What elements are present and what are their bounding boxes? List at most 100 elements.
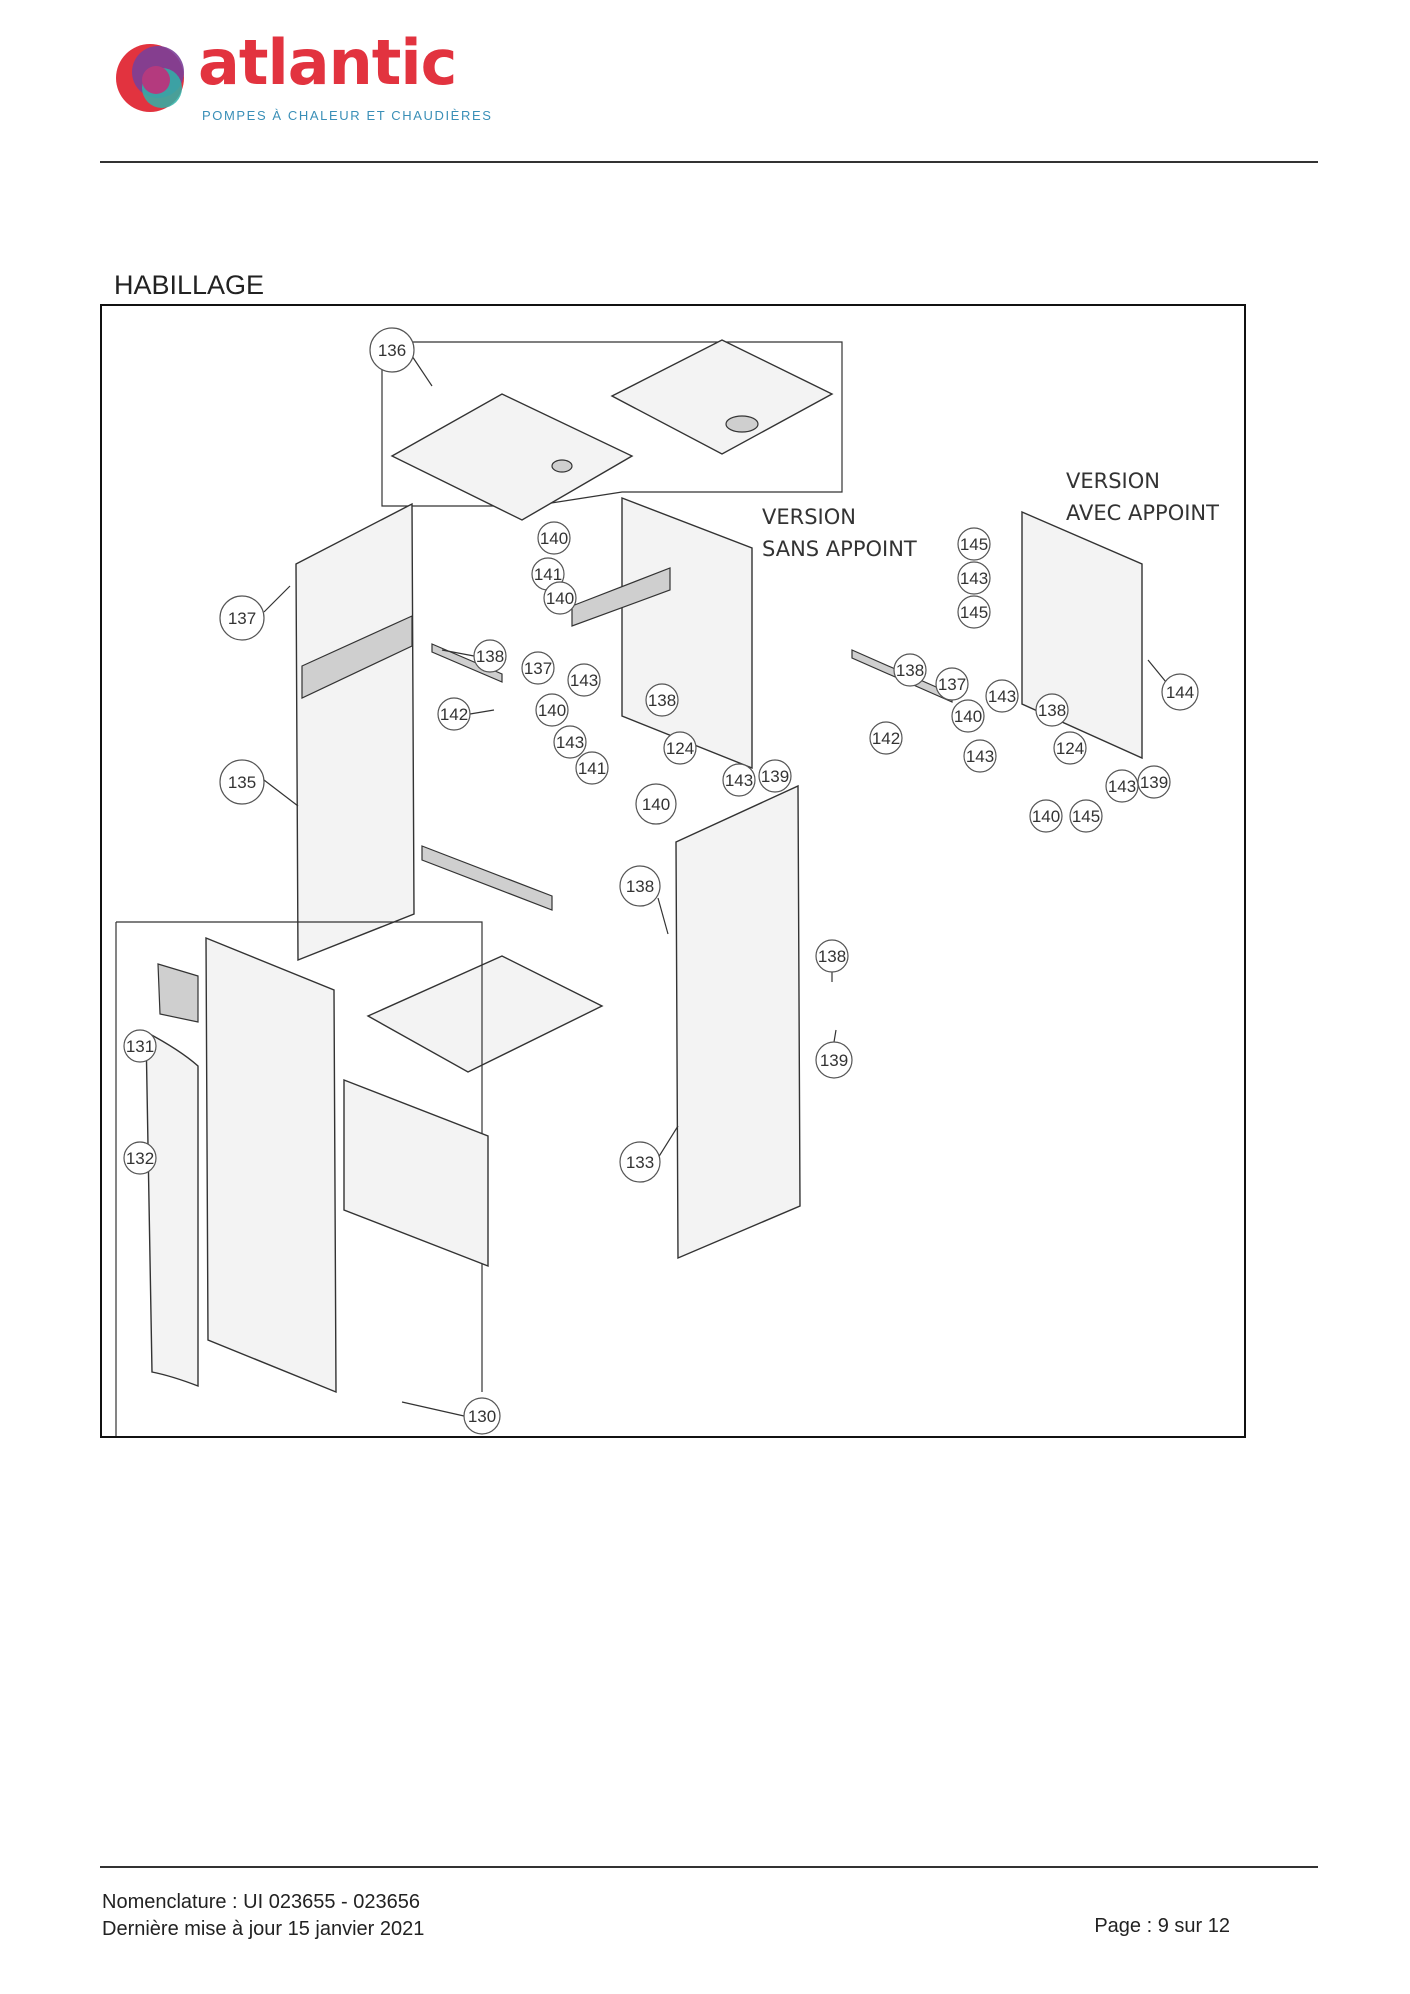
callout-c140e: 140 xyxy=(951,699,985,733)
callout-label: 140 xyxy=(954,707,982,726)
callout-circle xyxy=(369,327,415,373)
callout-leader xyxy=(441,649,475,657)
front-panel xyxy=(205,936,337,1394)
callout-leader xyxy=(411,355,433,387)
callout-label: 145 xyxy=(960,535,988,554)
callout-c138a: 138 xyxy=(441,639,507,673)
callout-label: 140 xyxy=(540,529,568,548)
footer-updated: Dernière mise à jour 15 janvier 2021 xyxy=(102,1918,425,1940)
callout-c139c: 139 xyxy=(815,1029,853,1079)
callout-label: 144 xyxy=(1166,683,1194,702)
callout-circle xyxy=(219,759,265,805)
callout-c141b: 141 xyxy=(575,751,609,785)
side-panel-right xyxy=(675,784,801,1260)
callout-label: 143 xyxy=(988,687,1016,706)
callout-label: 132 xyxy=(126,1149,154,1168)
callout-label: 138 xyxy=(626,877,654,896)
callout-c130: 130 xyxy=(401,1397,501,1435)
top-panel-slot xyxy=(725,415,759,433)
brand-tagline: POMPES À CHALEUR ET CHAUDIÈRES xyxy=(202,108,493,123)
callout-circle xyxy=(1137,765,1171,799)
callout-label: 145 xyxy=(960,603,988,622)
callout-leader xyxy=(263,779,299,807)
footer-rule xyxy=(100,1866,1318,1868)
callout-c143c: 143 xyxy=(722,763,756,797)
callout-c138b: 138 xyxy=(645,683,679,717)
atlantic-logo: atlantic POMPES À CHALEUR ET CHAUDIÈRES xyxy=(110,32,493,130)
callout-c138e: 138 xyxy=(619,865,669,935)
callout-label: 131 xyxy=(126,1037,154,1056)
callout-c143a: 143 xyxy=(567,663,601,697)
callout-circle xyxy=(553,725,587,759)
callout-circle xyxy=(985,679,1019,713)
callout-label: 137 xyxy=(938,675,966,694)
version-sans-appoint-line-1: VERSION xyxy=(762,505,856,529)
callout-label: 140 xyxy=(1032,807,1060,826)
display-bezel xyxy=(157,963,199,1023)
callout-label: 130 xyxy=(468,1407,496,1426)
callout-circle xyxy=(951,699,985,733)
bracket-sans xyxy=(571,567,671,627)
footer-page: Page : 9 sur 12 xyxy=(1094,1915,1230,1937)
callout-label: 124 xyxy=(1056,739,1084,758)
callout-label: 136 xyxy=(378,341,406,360)
callout-c143f: 143 xyxy=(963,739,997,773)
brand-name: atlantic xyxy=(198,26,457,99)
callout-c143d: 143 xyxy=(957,561,991,595)
callout-circle xyxy=(535,693,569,727)
callout-label: 139 xyxy=(1140,773,1168,792)
callout-label: 135 xyxy=(228,773,256,792)
callout-label: 140 xyxy=(642,795,670,814)
callout-c139a: 139 xyxy=(758,759,792,793)
callout-leader xyxy=(1147,659,1167,683)
callout-c135: 135 xyxy=(219,759,299,807)
callout-c138c: 138 xyxy=(893,653,927,687)
callout-c145a: 145 xyxy=(957,527,991,561)
callout-c140c: 140 xyxy=(535,693,569,727)
top-panel-right xyxy=(610,339,834,455)
callout-circle xyxy=(663,731,697,765)
callout-label: 143 xyxy=(1108,777,1136,796)
callout-label: 137 xyxy=(524,659,552,678)
callout-label: 143 xyxy=(966,747,994,766)
version-avec-appoint-line-1: VERSION xyxy=(1066,469,1160,493)
callout-c143g: 143 xyxy=(1105,769,1139,803)
callout-c124b: 124 xyxy=(1053,731,1087,765)
callout-circle xyxy=(1161,673,1199,711)
callout-label: 138 xyxy=(648,691,676,710)
callout-leader xyxy=(657,1125,679,1159)
callout-label: 138 xyxy=(476,647,504,666)
callout-circle xyxy=(1053,731,1087,765)
section-title: HABILLAGE xyxy=(114,270,265,300)
callout-circle xyxy=(437,697,471,731)
callout-c142a: 142 xyxy=(437,697,495,731)
bottom-rail xyxy=(421,845,553,911)
callout-circle xyxy=(567,663,601,697)
callout-c145b: 145 xyxy=(957,595,991,629)
callout-c142b: 142 xyxy=(869,721,903,755)
callout-circle xyxy=(463,1397,501,1435)
callout-c145c: 145 xyxy=(1069,799,1103,833)
callout-circle xyxy=(893,653,927,687)
front-trim xyxy=(145,1030,199,1388)
callout-circle xyxy=(537,521,571,555)
callout-circle xyxy=(123,1029,157,1063)
callout-label: 140 xyxy=(538,701,566,720)
callout-circle xyxy=(963,739,997,773)
callout-circle xyxy=(521,651,555,685)
back-plate-sans xyxy=(621,496,753,770)
callout-circle xyxy=(758,759,792,793)
callout-label: 137 xyxy=(228,609,256,628)
callout-circle xyxy=(957,561,991,595)
callout-label: 143 xyxy=(960,569,988,588)
callout-label: 145 xyxy=(1072,807,1100,826)
callout-circle xyxy=(543,581,577,615)
callout-c137b: 137 xyxy=(521,651,555,685)
callout-leader xyxy=(263,585,291,613)
callout-label: 142 xyxy=(872,729,900,748)
callout-label: 138 xyxy=(818,947,846,966)
side-frame-left xyxy=(295,502,415,962)
footer-nomenclature: Nomenclature : UI 023655 - 023656 xyxy=(102,1891,420,1913)
callout-leader xyxy=(401,1401,465,1417)
